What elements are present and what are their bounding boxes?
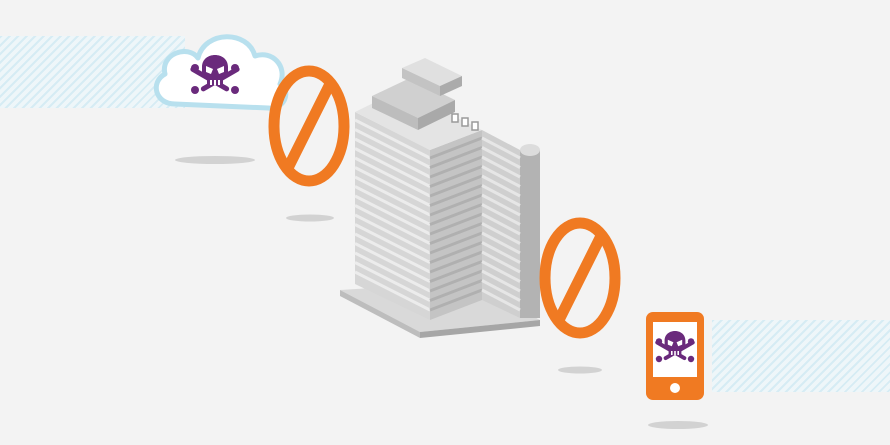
floor-line bbox=[429, 231, 483, 255]
prohibited-icon-bottom bbox=[539, 217, 621, 339]
floor-line bbox=[354, 242, 431, 283]
floor-line bbox=[481, 155, 521, 179]
decorative-stripe-left bbox=[0, 36, 185, 108]
forbidden-shadow-top bbox=[286, 214, 334, 222]
floor-line bbox=[354, 204, 431, 245]
floor-line bbox=[481, 193, 521, 217]
floor-line bbox=[354, 213, 431, 255]
ground-shadows bbox=[175, 156, 708, 429]
floor-line bbox=[481, 184, 521, 207]
floor-line bbox=[429, 136, 483, 160]
floor-line bbox=[481, 250, 521, 274]
floor-line bbox=[429, 146, 483, 169]
floor-line bbox=[429, 184, 483, 207]
floor-line bbox=[429, 260, 483, 283]
floor-line bbox=[481, 288, 521, 312]
floor-line bbox=[354, 128, 431, 169]
smartphone-icon bbox=[646, 312, 704, 400]
floor-line bbox=[354, 270, 431, 312]
phone-shadow bbox=[648, 421, 708, 429]
decorative-stripe-right bbox=[712, 320, 890, 392]
forbidden-shadow-bottom bbox=[558, 366, 602, 374]
building-floors bbox=[354, 118, 521, 312]
floor-line bbox=[429, 279, 483, 302]
floor-line bbox=[481, 174, 521, 198]
floor-line bbox=[429, 222, 483, 245]
floor-line bbox=[354, 156, 431, 198]
floor-line bbox=[481, 279, 521, 302]
floor-line bbox=[481, 222, 521, 245]
floor-line bbox=[481, 146, 521, 169]
floor-line bbox=[354, 232, 431, 274]
floor-line bbox=[354, 118, 431, 160]
floor-line bbox=[429, 250, 483, 274]
cloud-shadow bbox=[175, 156, 255, 164]
floor-line bbox=[429, 288, 483, 312]
floor-line bbox=[429, 165, 483, 188]
floor-line bbox=[354, 137, 431, 179]
cloud-icon bbox=[153, 34, 289, 111]
floor-line bbox=[481, 241, 521, 264]
floor-line bbox=[354, 175, 431, 217]
office-building-icon bbox=[340, 58, 540, 338]
floor-line bbox=[429, 174, 483, 198]
floor-line bbox=[481, 136, 521, 160]
floor-line bbox=[481, 203, 521, 226]
skull-crossbones-icon bbox=[655, 331, 695, 363]
floor-line bbox=[354, 185, 431, 226]
floor-line bbox=[354, 251, 431, 293]
floor-line bbox=[429, 203, 483, 226]
floor-line bbox=[354, 194, 431, 236]
prohibited-icon-top bbox=[268, 65, 350, 187]
floor-line bbox=[481, 212, 521, 236]
floor-line bbox=[354, 147, 431, 188]
floor-line bbox=[429, 269, 483, 293]
floor-line bbox=[429, 241, 483, 264]
floor-line bbox=[354, 261, 431, 302]
floor-line bbox=[481, 269, 521, 293]
floor-line bbox=[481, 260, 521, 283]
floor-line bbox=[429, 155, 483, 179]
floor-line bbox=[354, 223, 431, 264]
floor-line bbox=[354, 166, 431, 207]
floor-line bbox=[429, 212, 483, 236]
skull-crossbones-icon bbox=[190, 55, 240, 94]
floor-line bbox=[481, 165, 521, 188]
floor-line bbox=[481, 231, 521, 255]
floor-line bbox=[429, 193, 483, 217]
